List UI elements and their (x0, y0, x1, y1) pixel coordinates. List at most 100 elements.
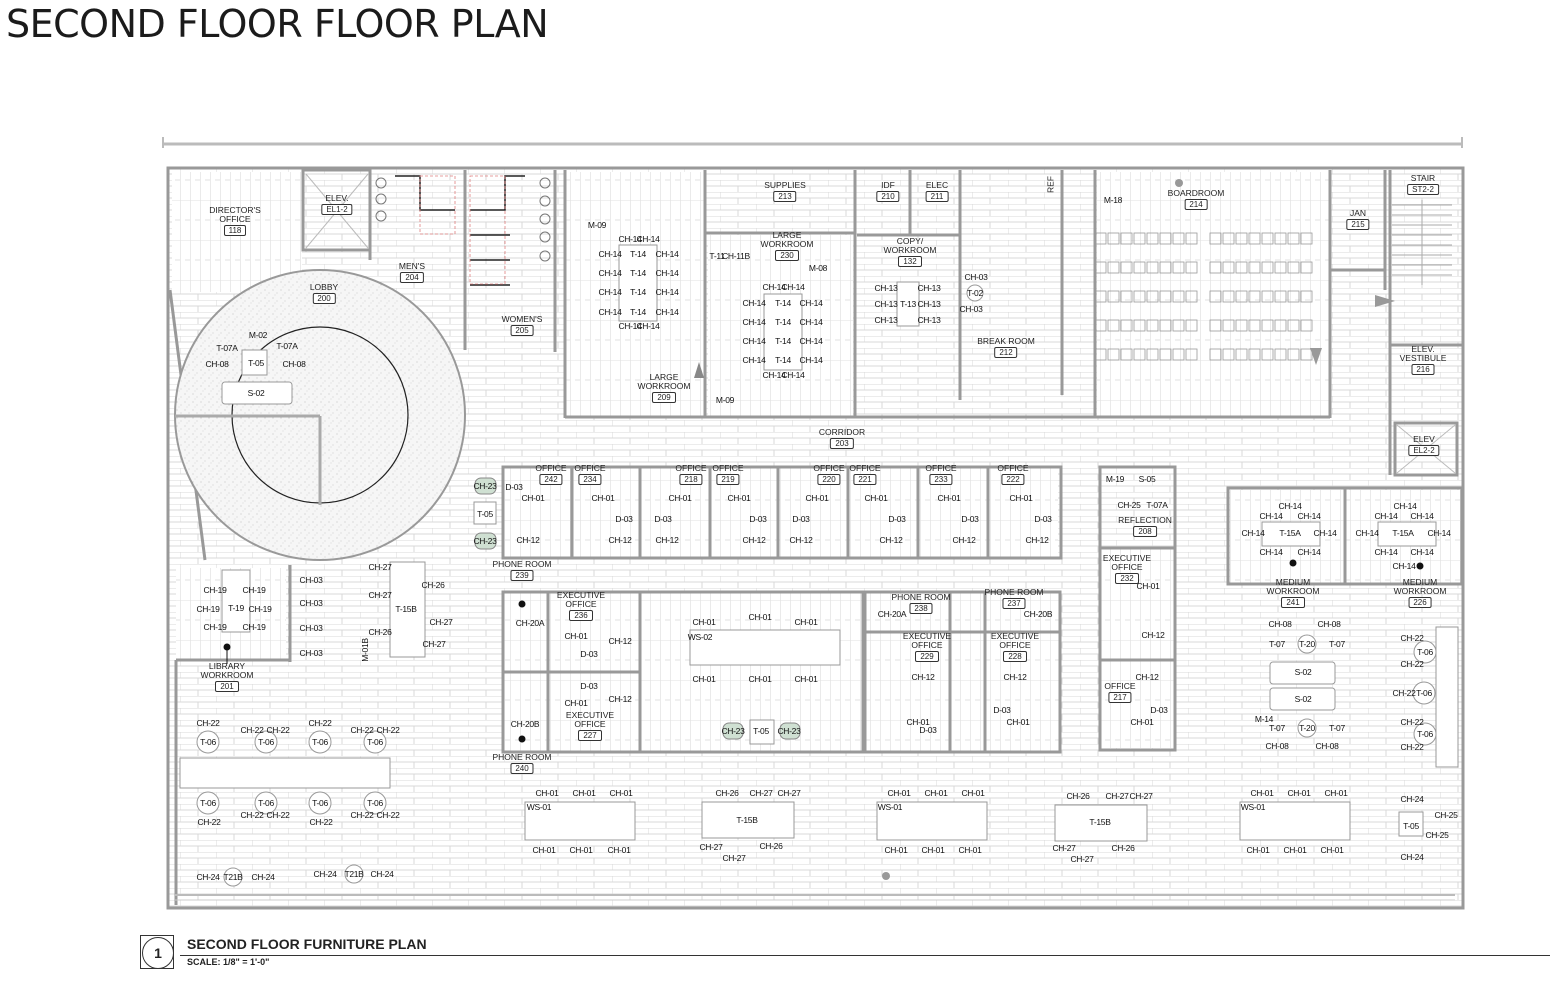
furniture-tag: CH-22 (266, 725, 290, 735)
room-name: BREAK ROOM (977, 336, 1035, 346)
furniture-tag: T-05 (248, 358, 264, 368)
room-number: 214 (1184, 199, 1208, 210)
furniture-tag: CH-01 (1287, 788, 1311, 798)
furniture-tag: CH-19 (203, 622, 227, 632)
furniture-tag: M-09 (715, 395, 735, 405)
room-name: BOARDROOM (1167, 188, 1225, 198)
furniture-tag: CH-12 (608, 535, 632, 545)
room-name: MEDIUM WORKROOM (1266, 577, 1320, 596)
furniture-tag: CH-14 (742, 355, 766, 365)
room-number: 203 (830, 438, 854, 449)
furniture-tag: T-13 (900, 299, 916, 309)
furniture-tag: T-14 (630, 268, 646, 278)
furniture-tag: T-05 (753, 726, 769, 736)
furniture-tag: CH-26 (368, 627, 392, 637)
furniture-tag: CH-14 (1241, 528, 1265, 538)
furniture-tag: CH-22 (1392, 688, 1416, 698)
furniture-tag: WS-01 (877, 802, 903, 812)
furniture-tag: T-14 (775, 317, 791, 327)
furniture-tag: T-06 (200, 798, 216, 808)
furniture-tag: T-14 (630, 287, 646, 297)
room-number: 236 (569, 610, 593, 621)
furniture-tag: T-06 (1417, 729, 1433, 739)
furniture-tag: T-19 (228, 603, 244, 613)
room-number: 230 (775, 250, 799, 261)
furniture-tag: CH-12 (1025, 535, 1049, 545)
furniture-tag: WS-01 (526, 802, 552, 812)
furniture-tag: CH-01 (1130, 717, 1154, 727)
furniture-tag: WS-02 (687, 632, 713, 642)
room-name: MEN'S (398, 261, 426, 271)
drawing-number: 1 (142, 937, 174, 969)
furniture-tag: D-03 (1034, 514, 1052, 524)
furniture-tag: T-14 (775, 298, 791, 308)
room-name: OFFICE (849, 463, 881, 473)
room-number: EL1-2 (321, 204, 353, 215)
furniture-tag: CH-27 (1129, 791, 1153, 801)
room-name: ELEV. VESTIBULE (1399, 344, 1447, 363)
furniture-tag: CH-14 (636, 234, 660, 244)
furniture-tag: M-19 (1105, 474, 1125, 484)
furniture-tag: CH-03 (299, 575, 323, 585)
room-name: COPY/ WORKROOM (883, 236, 937, 255)
furniture-tag: CH-22 (1400, 659, 1424, 669)
furniture-tag: CH-01 (884, 845, 908, 855)
furniture-tag: CH-01 (794, 617, 818, 627)
room-name: REF (1045, 176, 1056, 193)
furniture-tag: CH-25 (1434, 810, 1458, 820)
furniture-tag: CH-14 (1410, 511, 1434, 521)
furniture-tag: CH-14 (762, 370, 786, 380)
furniture-tag: CH-01 (564, 631, 588, 641)
furniture-tag: CH-08 (1315, 741, 1339, 751)
furniture-tag: CH-14 (1297, 511, 1321, 521)
furniture-tag: CH-13 (917, 299, 941, 309)
furniture-tag: CH-01 (921, 845, 945, 855)
room-number: 242 (539, 474, 563, 485)
furniture-tag: D-03 (505, 482, 523, 492)
room-number: 205 (510, 325, 534, 336)
furniture-tag: CH-01 (1009, 493, 1033, 503)
furniture-tag: T-06 (312, 798, 328, 808)
furniture-tag: D-03 (888, 514, 906, 524)
furniture-tag: T-07 (1269, 723, 1285, 733)
room-name: DIRECTOR'S OFFICE (209, 205, 261, 224)
furniture-tag: CH-14 (1393, 501, 1417, 511)
room-number: 221 (853, 474, 877, 485)
furniture-tag: CH-01 (591, 493, 615, 503)
room-number: 215 (1346, 219, 1370, 230)
furniture-tag: CH-01 (607, 845, 631, 855)
room-name: OFFICE (925, 463, 957, 473)
furniture-tag: CH-19 (203, 585, 227, 595)
furniture-tag: T-06 (312, 737, 328, 747)
furniture-tag: CH-12 (742, 535, 766, 545)
furniture-tag: T-02 (967, 288, 983, 298)
furniture-tag: CH-13 (917, 315, 941, 325)
furniture-tag: CH-14 (636, 321, 660, 331)
furniture-tag: CH-14 (655, 287, 679, 297)
furniture-tag: CH-14 (1259, 511, 1283, 521)
furniture-tag: T21B (223, 872, 243, 882)
furniture-tag: CH-01 (535, 788, 559, 798)
furniture-tag: CH-01 (937, 493, 961, 503)
room-name: EXECUTIVE OFFICE (565, 710, 615, 729)
furniture-tag: CH-01 (692, 617, 716, 627)
room-name: IDF (881, 180, 895, 190)
furniture-tag: CH-01 (805, 493, 829, 503)
room-name: REFLECTION (1118, 515, 1172, 525)
furniture-tag: D-03 (993, 705, 1011, 715)
furniture-tag: CH-13 (874, 283, 898, 293)
furniture-tag: CH-01 (668, 493, 692, 503)
furniture-tag: CH-01 (532, 845, 556, 855)
furniture-tag: D-03 (654, 514, 672, 524)
